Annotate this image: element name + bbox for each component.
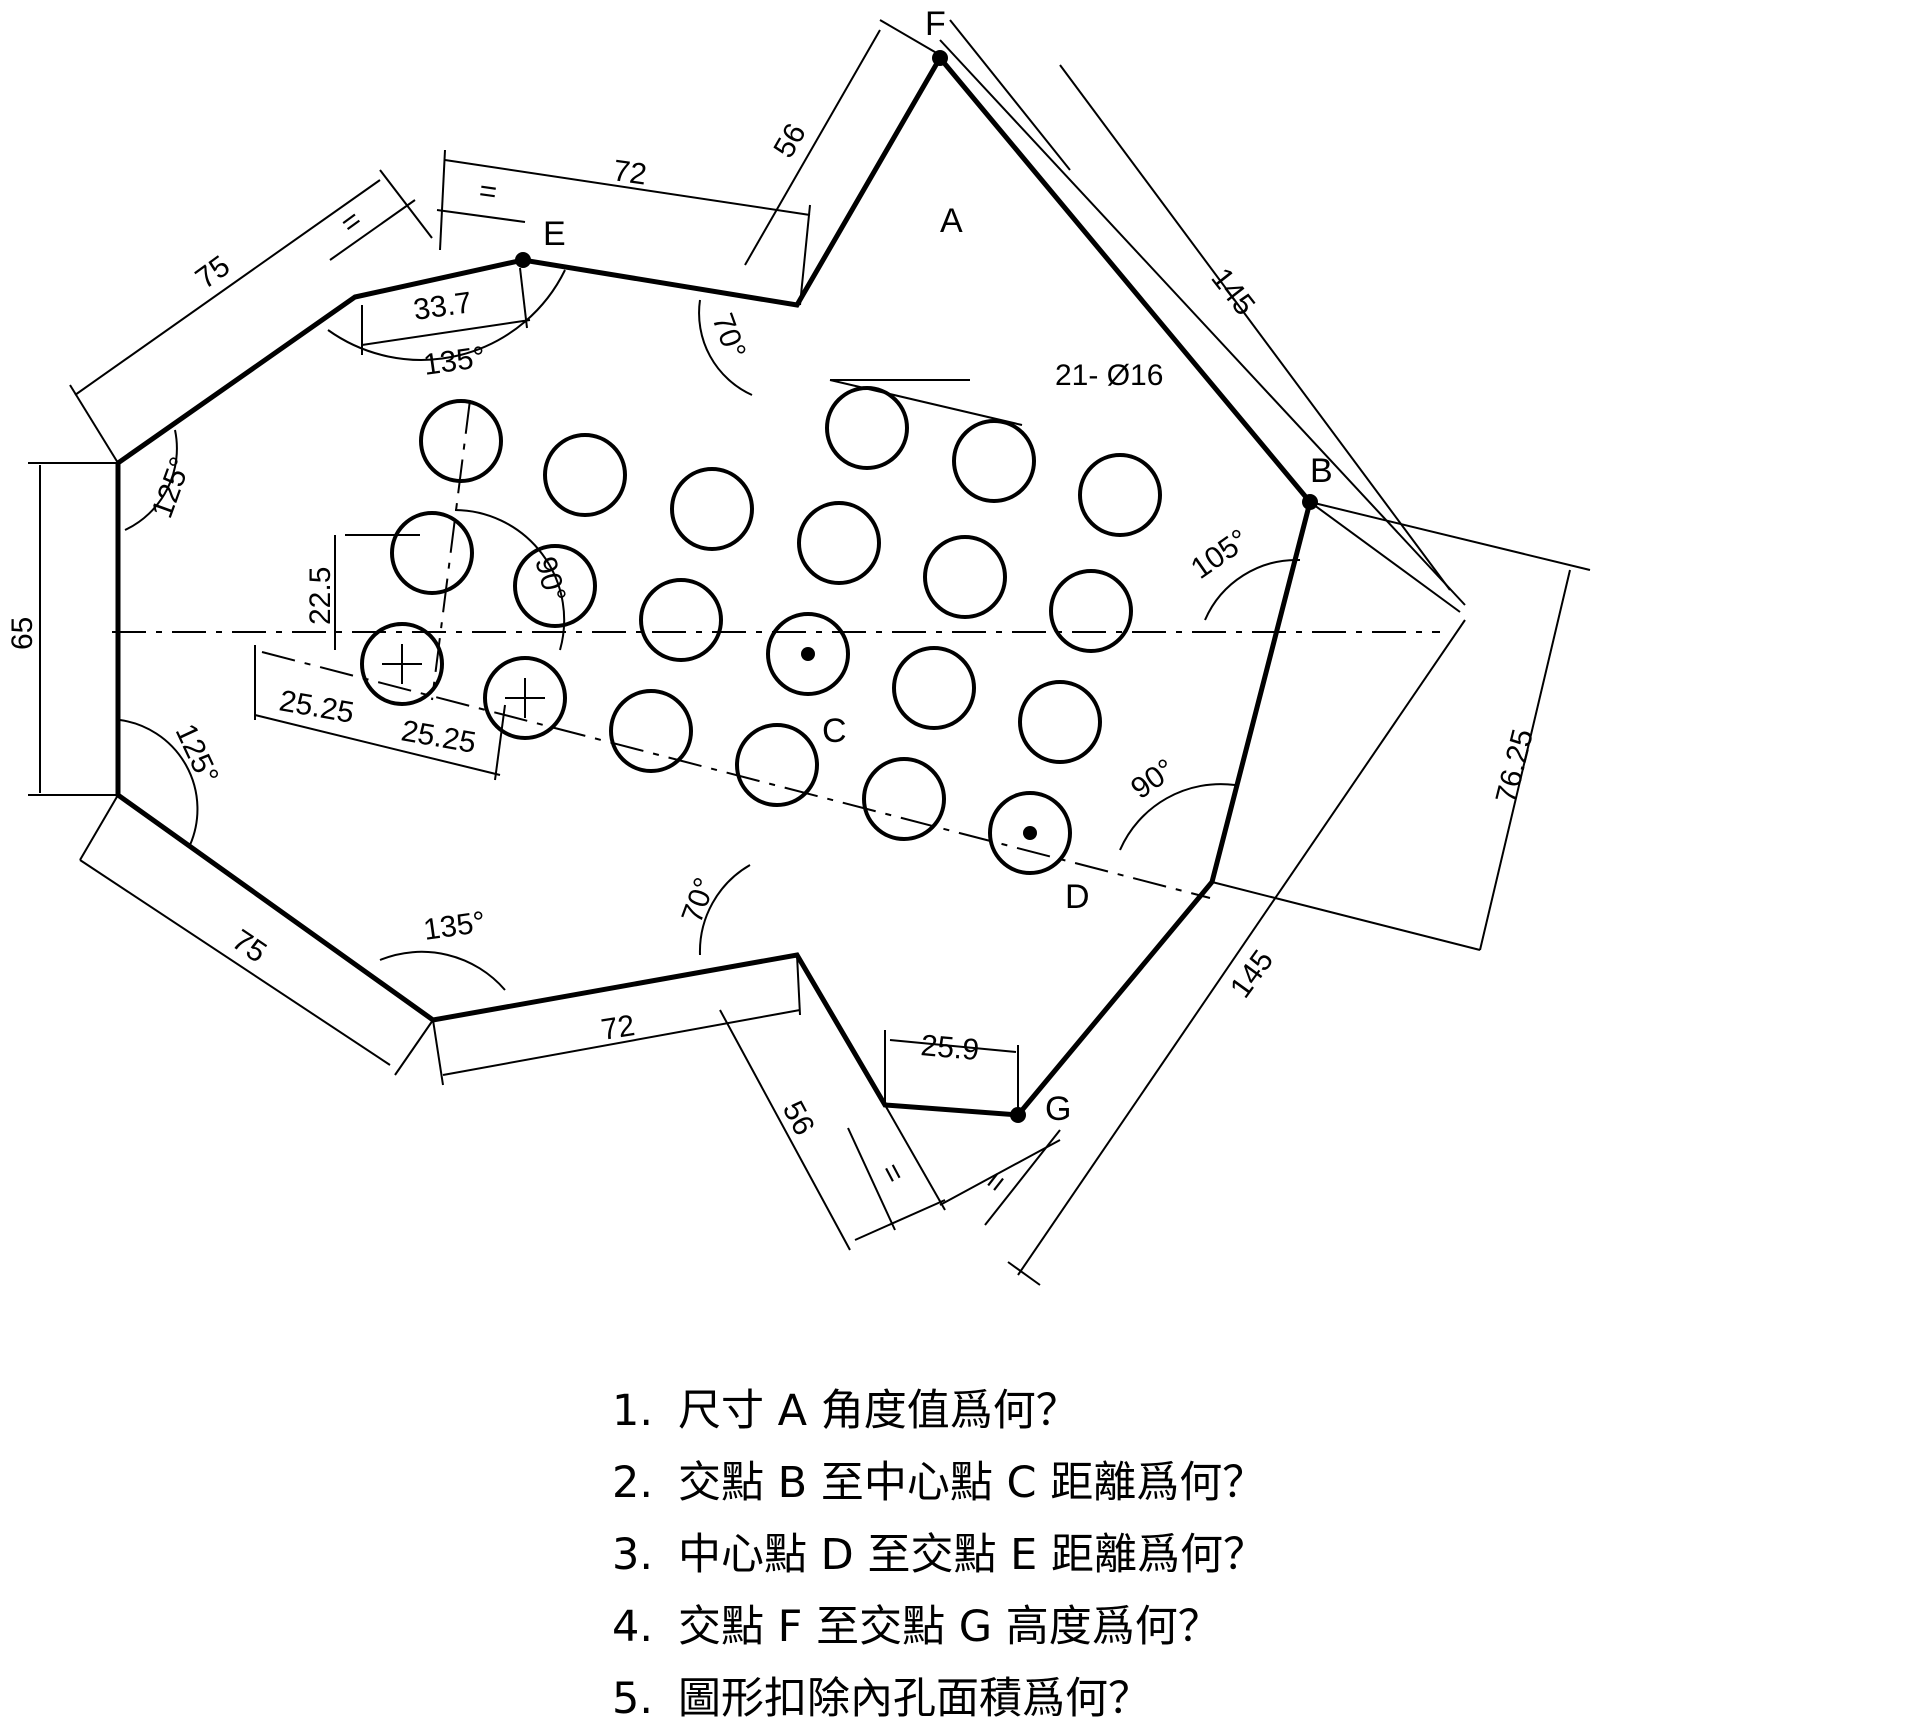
hole [390, 511, 474, 595]
hole [825, 386, 909, 470]
label-d: D [1065, 878, 1090, 916]
hole-pattern [360, 386, 1162, 875]
hole [952, 419, 1036, 503]
dim-bot-56: 56 [776, 1096, 821, 1141]
question-5: 5. 圖形扣除內孔面積爲何？ [612, 1663, 1372, 1735]
hole [923, 535, 1007, 619]
question-list: 1. 尺寸 A 角度值爲何？ 2. 交點 B 至中心點 C 距離爲何？ 3. 中心點 … [612, 1375, 1372, 1735]
hole [543, 433, 627, 517]
hole [483, 656, 567, 740]
diagonal-centerline [261, 651, 1211, 899]
dim-76-25: 76.25 [1490, 726, 1540, 807]
engineering-drawing: F E B C D G A 72 56 75 = = 33.7 135° 70°… [6, 5, 1591, 1286]
angle-90-inner: 90° [528, 553, 572, 605]
point-markers [515, 50, 1318, 1123]
point-f-marker [932, 50, 948, 66]
point-e-marker [515, 252, 531, 268]
dim-bot-145: 145 [1224, 944, 1280, 1004]
dim-top-eq1: = [335, 204, 369, 241]
question-text: 交點 F 至交點 G 高度爲何？ [678, 1602, 1221, 1652]
hole-column-centerline [431, 399, 471, 701]
dim-top-56: 56 [767, 118, 812, 163]
question-text: 中心點 D 至交點 E 距離爲何？ [678, 1530, 1266, 1580]
hole [360, 622, 444, 706]
dimension-lines [28, 19, 1591, 1286]
label-a: A [940, 202, 963, 240]
question-number: 1. [612, 1386, 654, 1436]
angle-125-bot: 125° [169, 719, 225, 789]
question-3: 3. 中心點 D 至交點 E 距離爲何？ [612, 1519, 1372, 1591]
hole [670, 467, 754, 551]
dim-bot-72: 72 [599, 1009, 637, 1047]
hole [609, 689, 693, 773]
dim-top-72: 72 [611, 154, 649, 191]
label-f: F [925, 5, 946, 43]
question-number: 3. [612, 1530, 654, 1580]
angle-125-top: 125° [146, 453, 198, 523]
question-2: 2. 交點 B 至中心點 C 距離爲何？ [612, 1447, 1372, 1519]
question-text: 尺寸 A 角度值爲何？ [678, 1386, 1079, 1436]
angle-70-bot: 70° [676, 873, 723, 927]
question-4: 4. 交點 F 至交點 G 高度爲何？ [612, 1591, 1372, 1663]
hole [892, 646, 976, 730]
dim-33-7: 33.7 [411, 286, 473, 327]
dim-65: 65 [6, 617, 39, 650]
hole [1049, 569, 1133, 653]
hole [735, 723, 819, 807]
question-number: 4. [612, 1602, 654, 1652]
angle-105: 105° [1185, 523, 1255, 586]
question-number: 2. [612, 1458, 654, 1508]
holes-callout: 21- Ø16 [1055, 359, 1163, 392]
label-e: E [543, 215, 566, 253]
dim-22-5: 22.5 [304, 567, 337, 625]
point-d-marker [1023, 826, 1037, 840]
dim-bot-eq1: = [874, 1158, 911, 1189]
dim-bot-75: 75 [226, 923, 272, 969]
dim-top-eq2: = [477, 174, 499, 209]
dim-bot-25-9: 25.9 [919, 1029, 980, 1067]
hole [639, 578, 723, 662]
label-b: B [1310, 452, 1333, 490]
label-c: C [822, 712, 847, 750]
hole [419, 399, 503, 483]
hole [797, 501, 881, 585]
hole [513, 544, 597, 628]
question-text: 圖形扣除內孔面積爲何？ [678, 1674, 1151, 1724]
question-number: 5. [612, 1674, 654, 1724]
hole-crosshairs [382, 644, 545, 718]
hole [766, 612, 850, 696]
label-g: G [1045, 1090, 1071, 1128]
part-outline [115, 53, 1313, 1118]
hole [862, 757, 946, 841]
angle-135-top: 135° [421, 341, 487, 382]
hole [1078, 453, 1162, 537]
dim-top-75: 75 [190, 249, 236, 295]
hole [988, 791, 1072, 875]
question-1: 1. 尺寸 A 角度值爲何？ [612, 1375, 1372, 1447]
angle-135-bot: 135° [421, 906, 487, 947]
angle-70-top: 70° [705, 309, 752, 363]
hole [1018, 680, 1102, 764]
point-c-marker [801, 647, 815, 661]
question-text: 交點 B 至中心點 C 距離爲何？ [678, 1458, 1266, 1508]
angle-90-right: 90° [1125, 753, 1181, 806]
